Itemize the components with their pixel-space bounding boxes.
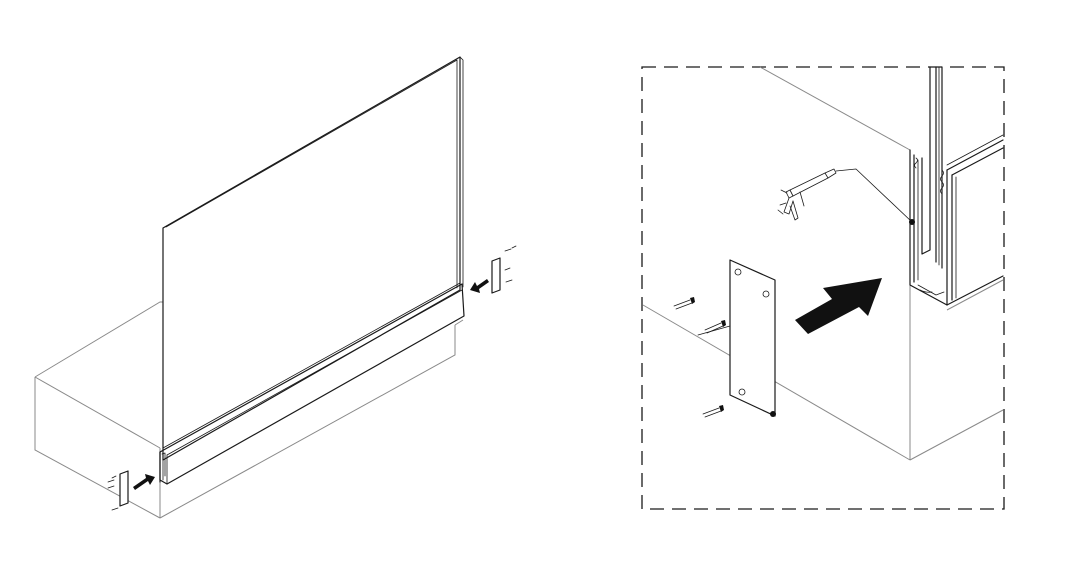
screw-icon	[702, 405, 724, 418]
end-cap-front	[107, 470, 129, 511]
screw-icon	[673, 297, 695, 310]
screw-icon	[704, 320, 726, 334]
arrow-icon	[795, 278, 882, 334]
block-corner	[642, 66, 1004, 461]
glass-panel	[162, 56, 464, 461]
silicone-gun-icon	[777, 168, 915, 225]
left-panel	[34, 56, 517, 519]
end-cap-plate	[697, 259, 776, 417]
arrow-icon	[133, 474, 155, 490]
arrow-icon	[470, 279, 489, 293]
right-panel	[641, 66, 1005, 510]
end-cap-rear	[491, 245, 517, 294]
base-channel-profile	[159, 282, 465, 485]
channel-section	[909, 66, 1004, 306]
sealant-point	[909, 219, 915, 225]
detail-frame	[641, 66, 1005, 510]
base-block	[34, 301, 464, 519]
